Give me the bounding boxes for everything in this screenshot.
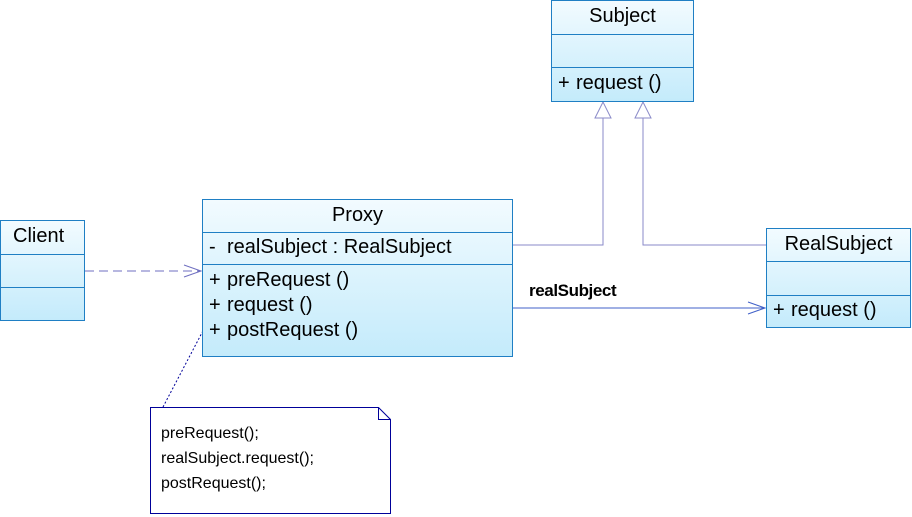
attribute: -realSubject : RealSubject	[203, 235, 512, 260]
note-body: preRequest(); realSubject.request(); pos…	[161, 421, 314, 496]
visibility-marker: +	[209, 294, 221, 316]
attributes-compartment	[767, 261, 910, 295]
class-client[interactable]: Client	[0, 220, 85, 321]
note-line: postRequest();	[161, 475, 266, 492]
operations-compartment: + request ()	[767, 295, 910, 327]
attributes-compartment	[1, 254, 84, 287]
attribute-declaration: realSubject : RealSubject	[227, 236, 452, 258]
visibility-marker: +	[209, 269, 221, 291]
proxy-subject-generalization[interactable]	[512, 100, 612, 246]
visibility-marker: +	[558, 72, 570, 94]
realsubject-subject-generalization[interactable]	[634, 100, 766, 246]
class-name: Client	[13, 225, 65, 247]
operations-compartment: + request ()	[552, 67, 693, 101]
operations-compartment	[1, 287, 84, 320]
operation: + preRequest ()	[203, 268, 512, 293]
proxy-realsubject-association[interactable]	[512, 301, 767, 315]
class-name: Proxy	[331, 204, 384, 226]
class-name: RealSubject	[784, 233, 893, 255]
operation-signature: request ()	[791, 299, 877, 321]
class-subject[interactable]: Subject + request ()	[551, 0, 694, 102]
operation-signature: request ()	[227, 294, 313, 316]
class-name: Subject	[589, 5, 656, 27]
dependency-arrowhead	[183, 264, 203, 278]
operation-signature: preRequest ()	[227, 269, 350, 291]
attributes-compartment	[552, 34, 693, 67]
note-anchor-line	[162, 305, 217, 408]
generalization-arrowhead	[594, 100, 612, 119]
operation: + request ()	[767, 298, 910, 323]
association-label: realSubject	[529, 281, 617, 300]
note[interactable]	[150, 407, 391, 514]
note-line: preRequest();	[161, 425, 259, 442]
attributes-compartment: -realSubject : RealSubject	[203, 232, 512, 264]
operation-signature: request ()	[576, 72, 662, 94]
note-shape	[150, 407, 391, 514]
generalization-arrowhead	[634, 100, 652, 119]
association-arrowhead	[747, 301, 767, 315]
visibility-marker: -	[209, 236, 216, 258]
note-fold	[378, 407, 391, 420]
operations-compartment: + preRequest () + request () + postRequest …	[203, 264, 512, 356]
operation: + request ()	[203, 293, 512, 318]
operation: + request ()	[552, 71, 693, 96]
class-proxy[interactable]: Proxy -realSubject : RealSubject + preReq…	[202, 199, 513, 357]
client-proxy-dependency[interactable]	[85, 264, 203, 278]
operation-signature: postRequest ()	[227, 319, 359, 341]
operation: + postRequest ()	[203, 318, 512, 343]
class-real-subject[interactable]: RealSubject + request ()	[766, 228, 911, 328]
visibility-marker: +	[773, 299, 785, 321]
visibility-marker: +	[209, 319, 221, 341]
note-line: realSubject.request();	[161, 450, 314, 467]
